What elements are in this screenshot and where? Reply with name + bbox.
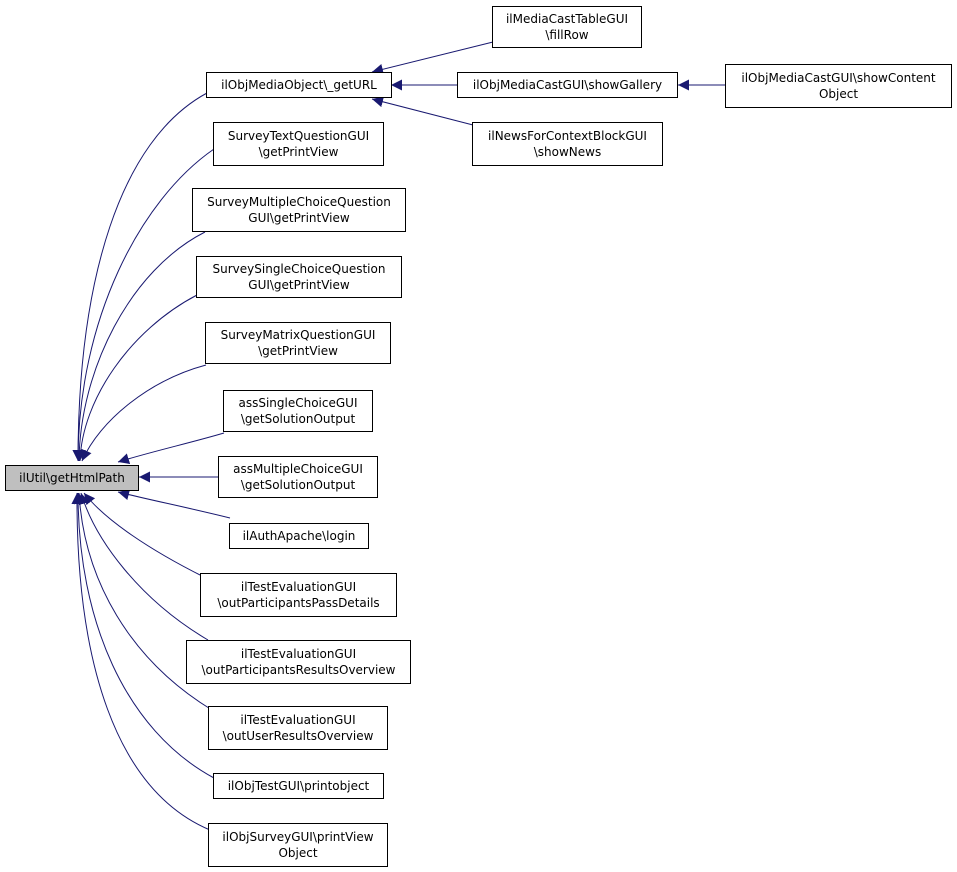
node-showNews-line-2: \showNews (533, 145, 602, 159)
node-surveyMatrix[interactable]: SurveyMatrixQuestionGUI \getPrintView (205, 322, 391, 364)
node-userResults-line-2: \outUserResultsOverview (222, 729, 374, 743)
node-surveyText-line-1: SurveyTextQuestionGUI (227, 129, 370, 143)
node-passDetails-line-2: \outParticipantsPassDetails (217, 596, 380, 610)
node-showNews[interactable]: ilNewsForContextBlockGUI \showNews (472, 122, 663, 166)
node-surveySingle-line-2: GUI\getPrintView (248, 278, 350, 292)
node-surveyMultiple-line-1: SurveyMultipleChoiceQuestion (207, 195, 391, 209)
node-userResults[interactable]: ilTestEvaluationGUI \outUserResultsOverv… (208, 706, 388, 750)
edge-assSingle-to-root (117, 432, 225, 464)
node-showContent-line-2: Object (818, 87, 859, 101)
edge-resultsOverview-to-root (78, 492, 209, 641)
node-showGallery[interactable]: ilObjMediaCastGUI\showGallery (457, 72, 678, 98)
node-tableFillRow-line-2: \fillRow (545, 28, 589, 42)
node-root: ilUtil\getHtmlPath (5, 465, 139, 491)
node-showGallery-line-1: ilObjMediaCastGUI\showGallery (472, 78, 663, 92)
edge-authApache-to-root (117, 489, 231, 519)
edge-getURL-to-root (72, 92, 208, 462)
edge-surveyMatrix-to-root (81, 364, 207, 462)
node-surveyMatrix-line-1: SurveyMatrixQuestionGUI (220, 328, 376, 342)
node-printobject[interactable]: ilObjTestGUI\printobject (213, 773, 384, 799)
node-printView-line-1: ilObjSurveyGUI\printView (222, 830, 374, 844)
edge-surveySingle-to-root (74, 294, 198, 462)
node-getURL-line-1: ilObjMediaObject\_getURL (221, 78, 377, 92)
node-resultsOverview-line-1: ilTestEvaluationGUI (240, 647, 357, 661)
node-resultsOverview[interactable]: ilTestEvaluationGUI \outParticipantsResu… (186, 640, 411, 684)
node-root-line-1: ilUtil\getHtmlPath (19, 471, 125, 485)
node-surveyText-line-2: \getPrintView (258, 145, 339, 159)
node-userResults-line-1: ilTestEvaluationGUI (240, 713, 356, 727)
edge-showNews-to-getURL (371, 96, 474, 126)
node-resultsOverview-line-2: \outParticipantsResultsOverview (201, 663, 396, 677)
node-passDetails[interactable]: ilTestEvaluationGUI \outParticipantsPass… (200, 573, 397, 617)
node-surveySingle[interactable]: SurveySingleChoiceQuestion GUI\getPrintV… (196, 256, 402, 298)
node-showNews-line-1: ilNewsForContextBlockGUI (488, 129, 647, 143)
node-surveyText[interactable]: SurveyTextQuestionGUI \getPrintView (213, 122, 384, 166)
edge-surveyMultiple-to-root (73, 231, 206, 462)
node-surveyMatrix-line-2: \getPrintView (258, 344, 338, 358)
node-assMultiple-line-2: \getSolutionOutput (240, 478, 356, 492)
node-showContent-line-1: ilObjMediaCastGUI\showContent (741, 71, 936, 85)
edge-passDetails-to-root (83, 492, 205, 578)
node-printobject-line-1: ilObjTestGUI\printobject (227, 779, 370, 793)
node-passDetails-line-1: ilTestEvaluationGUI (240, 580, 357, 594)
node-printView-line-2: Object (278, 846, 318, 860)
edge-printobject-to-root (72, 492, 215, 779)
node-assMultiple[interactable]: assMultipleChoiceGUI \getSolutionOutput (218, 456, 378, 498)
node-assSingle-line-1: assSingleChoiceGUI (238, 396, 358, 410)
node-authApache[interactable]: ilAuthApache\login (229, 523, 369, 549)
edge-tableFillRow-to-getURL (371, 41, 494, 75)
node-showContent[interactable]: ilObjMediaCastGUI\showContent Object (725, 64, 952, 108)
node-tableFillRow-line-1: ilMediaCastTableGUI (505, 12, 629, 26)
node-surveyMultiple-line-2: GUI\getPrintView (248, 211, 350, 225)
node-assMultiple-line-1: assMultipleChoiceGUI (233, 462, 363, 476)
edge-surveyText-to-root (72, 148, 215, 462)
node-getURL[interactable]: ilObjMediaObject\_getURL (206, 72, 392, 98)
node-authApache-line-1: ilAuthApache\login (242, 529, 356, 543)
node-printView[interactable]: ilObjSurveyGUI\printView Object (208, 823, 388, 867)
node-assSingle-line-2: \getSolutionOutput (240, 412, 356, 426)
node-surveySingle-line-1: SurveySingleChoiceQuestion (212, 262, 386, 276)
edge-userResults-to-root (74, 492, 213, 711)
node-tableFillRow[interactable]: ilMediaCastTableGUI \fillRow (492, 6, 642, 48)
node-assSingle[interactable]: assSingleChoiceGUI \getSolutionOutput (223, 390, 373, 432)
edge-printView-to-root (71, 492, 211, 831)
node-surveyMultiple[interactable]: SurveyMultipleChoiceQuestion GUI\getPrin… (192, 188, 406, 232)
